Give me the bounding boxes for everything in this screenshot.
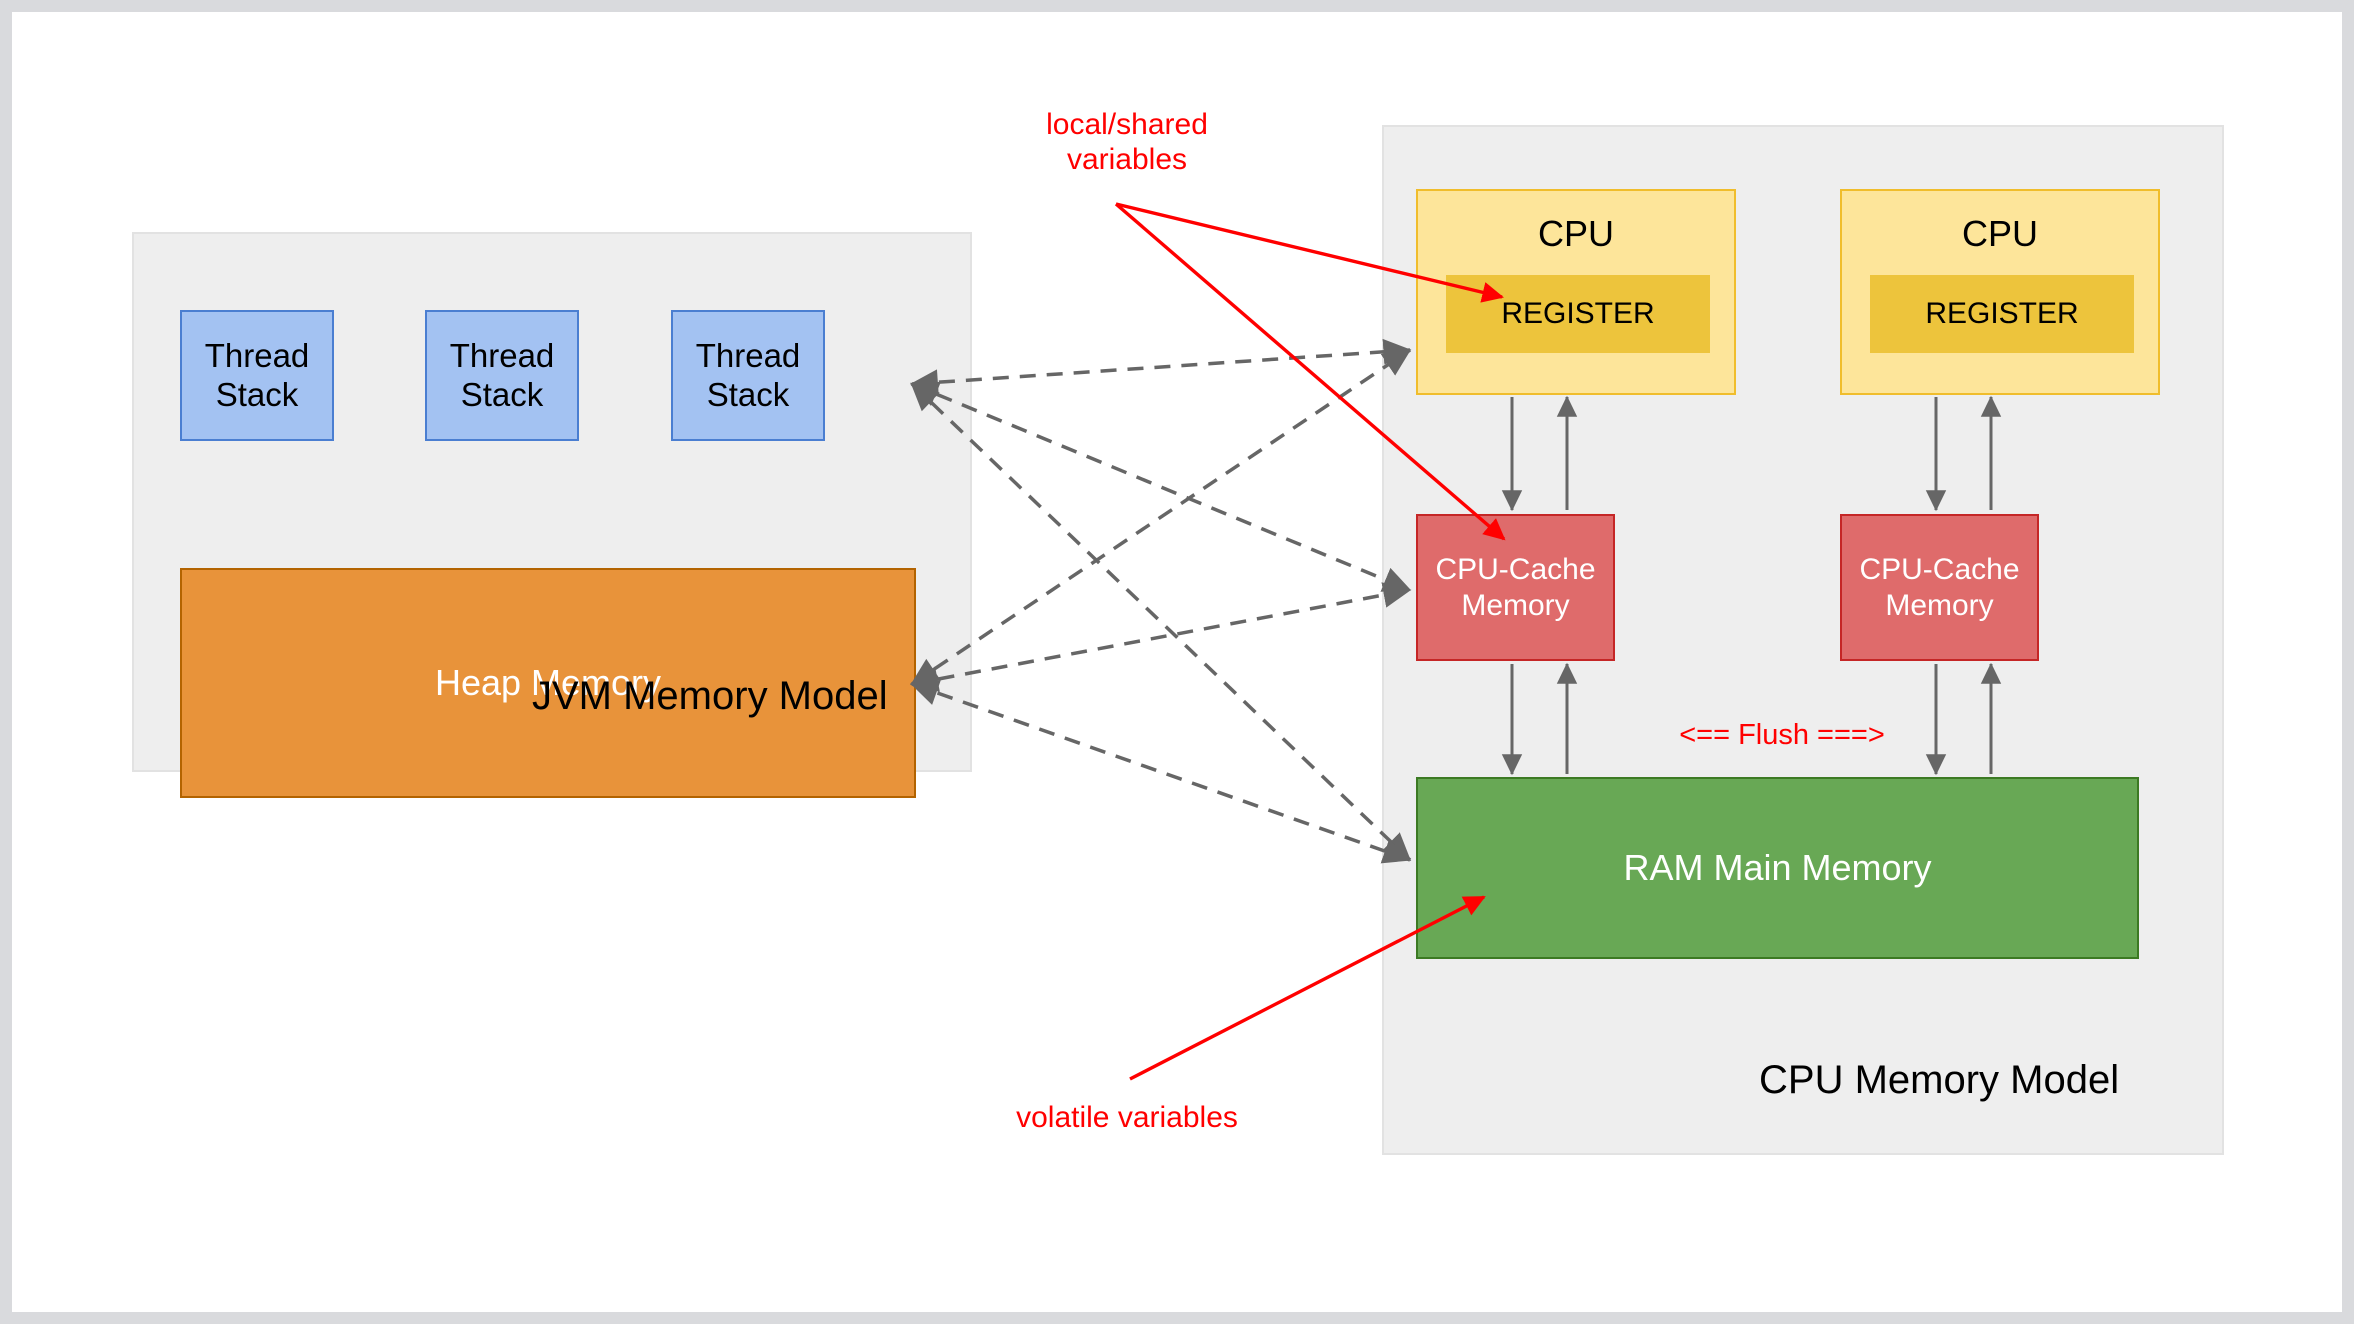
cpu-cache-memory-box-1[interactable]: CPU-Cache Memory xyxy=(1416,514,1615,661)
ram-main-memory-box[interactable]: RAM Main Memory xyxy=(1416,777,2139,959)
link-thread-to-register xyxy=(909,338,1412,396)
cpu-box-2[interactable]: CPU REGISTER xyxy=(1840,189,2160,395)
diagram-stage: Thread Stack Thread Stack Thread Stack H… xyxy=(12,12,2342,1312)
cpu-cache-memory-box-2[interactable]: CPU-Cache Memory xyxy=(1840,514,2039,661)
link-thread-to-ram xyxy=(910,382,1412,862)
link-heap-to-ram xyxy=(910,680,1412,864)
jvm-memory-model-title: JVM Memory Model xyxy=(532,674,888,718)
register-box-1[interactable]: REGISTER xyxy=(1446,275,1710,353)
link-heap-to-cache xyxy=(909,582,1412,692)
cpu-label-1: CPU xyxy=(1537,213,1614,254)
volatile-variables-annotation: volatile variables xyxy=(1016,1101,1238,1134)
cpu-memory-model-title: CPU Memory Model xyxy=(1759,1058,2120,1102)
dashed-connectors xyxy=(909,338,1412,864)
local-shared-variables-annotation: local/shared variables xyxy=(1046,108,1208,177)
heap-memory-box[interactable]: Heap Memory xyxy=(180,568,916,798)
register-box-2[interactable]: REGISTER xyxy=(1870,275,2134,353)
cpu-box-1[interactable]: CPU REGISTER xyxy=(1416,189,1736,395)
thread-stack-box-1[interactable]: Thread Stack xyxy=(180,310,334,441)
link-heap-to-register xyxy=(910,348,1412,686)
cpu-label-2: CPU xyxy=(1961,213,2038,254)
link-thread-to-cache xyxy=(910,381,1412,592)
thread-stack-box-2[interactable]: Thread Stack xyxy=(425,310,579,441)
thread-stack-box-3[interactable]: Thread Stack xyxy=(671,310,825,441)
flush-annotation: <== Flush ===> xyxy=(1679,719,1885,751)
